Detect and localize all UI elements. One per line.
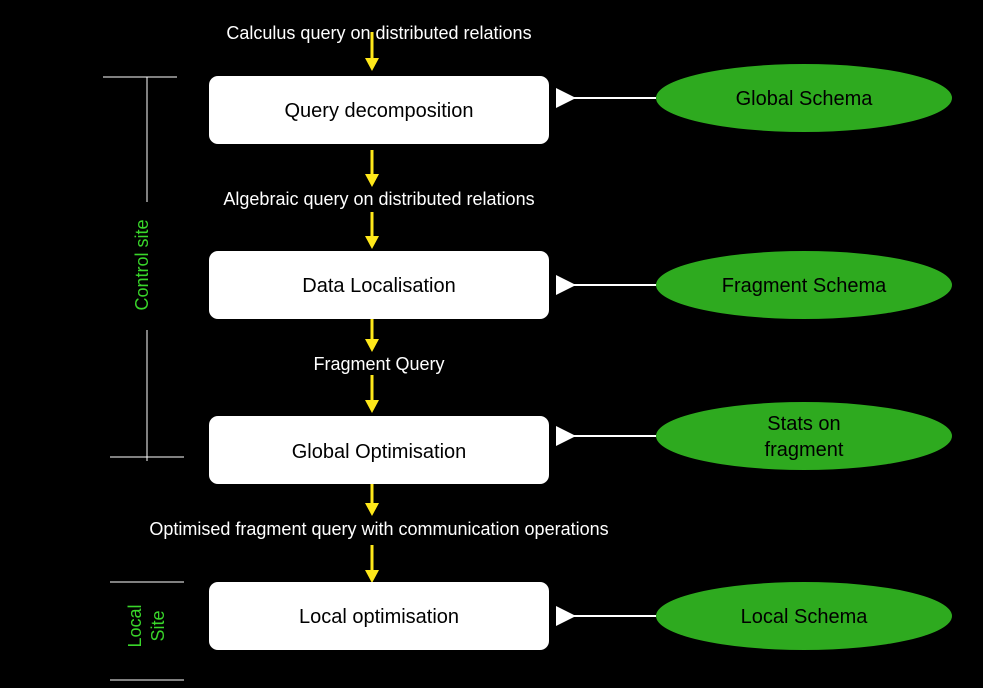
flow-arrow-2a	[365, 315, 379, 352]
source-fragment-schema: Fragment Schema	[656, 251, 952, 319]
local-site-bracket	[110, 581, 184, 681]
local-site-label-line2: Site	[148, 610, 168, 641]
source-label: Local Schema	[741, 606, 869, 628]
control-site-bracket	[103, 76, 184, 461]
flow-label-fragment-query: Fragment Query	[313, 354, 444, 374]
source-label-line1: Stats on	[767, 413, 840, 435]
flow-label-calculus-query: Calculus query on distributed relations	[226, 23, 531, 43]
flow-arrow-input	[365, 32, 379, 71]
flow-label-optimised-fragment-query: Optimised fragment query with communicat…	[149, 519, 608, 539]
flow-label-algebraic-query: Algebraic query on distributed relations	[223, 189, 534, 209]
step-global-optimisation: Global Optimisation	[209, 416, 549, 484]
source-global-schema: Global Schema	[656, 64, 952, 132]
step-data-localisation: Data Localisation	[209, 251, 549, 319]
flow-arrow-1b	[365, 212, 379, 249]
control-site-label: Control site	[132, 219, 152, 310]
source-label-line2: fragment	[765, 439, 844, 461]
step-label: Global Optimisation	[292, 441, 467, 463]
source-label: Global Schema	[736, 88, 874, 110]
flow-arrow-1a	[365, 150, 379, 187]
source-label: Fragment Schema	[722, 275, 887, 297]
step-local-optimisation: Local optimisation	[209, 582, 549, 650]
step-label: Query decomposition	[285, 100, 474, 122]
schema-arrows	[556, 88, 656, 626]
step-label: Data Localisation	[302, 275, 455, 297]
flow-arrow-3a	[365, 479, 379, 516]
local-site-label-line1: Local	[125, 604, 145, 647]
flow-arrow-2b	[365, 375, 379, 413]
step-query-decomposition: Query decomposition	[209, 76, 549, 144]
step-label: Local optimisation	[299, 606, 459, 628]
flow-arrow-3b	[365, 545, 379, 583]
source-local-schema: Local Schema	[656, 582, 952, 650]
source-stats-on-fragment: Stats on fragment	[656, 402, 952, 470]
